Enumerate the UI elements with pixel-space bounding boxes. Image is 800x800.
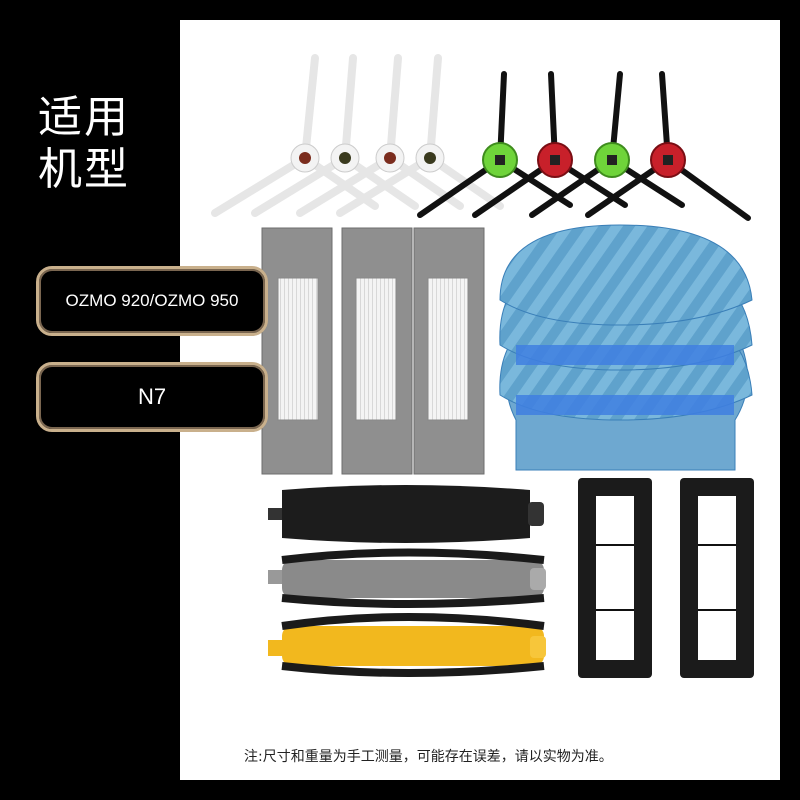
brush-covers [578, 478, 754, 678]
rubber-main-brush [268, 485, 544, 543]
bristle-main-brush-gray [268, 548, 546, 608]
hepa-filter [341, 227, 413, 475]
disclaimer-note: 注:尺寸和重量为手工测量，可能存在误差，请以实物为准。 [244, 749, 613, 765]
side-brush-white [336, 54, 504, 217]
mop-band [516, 395, 734, 415]
side-brush-white [251, 54, 419, 217]
colored-side-brushes [417, 71, 751, 221]
brush-cover [578, 478, 652, 678]
brush-cover [680, 478, 754, 678]
side-brush-red [585, 71, 751, 221]
compatible-models-title: 适用 机型 [38, 92, 158, 196]
hepa-filter [261, 227, 333, 475]
title-line-2: 机型 [38, 144, 130, 195]
title-line-1: 适用 [38, 92, 130, 143]
model-label: N7 [137, 384, 167, 409]
hepa-filter [413, 227, 485, 475]
side-brush-green [529, 71, 685, 218]
mop-band [516, 345, 734, 365]
model-label: OZMO 920/OZMO 950 [65, 291, 239, 310]
bristle-main-brush-yellow [268, 613, 546, 677]
hepa-filters [261, 227, 485, 475]
mop-pads [499, 224, 753, 471]
mop-pad [499, 224, 753, 326]
main-brushes [268, 485, 546, 677]
model-badge-ozmo: OZMO 920/OZMO 950 [36, 266, 268, 336]
model-badge-n7: N7 [36, 362, 268, 432]
